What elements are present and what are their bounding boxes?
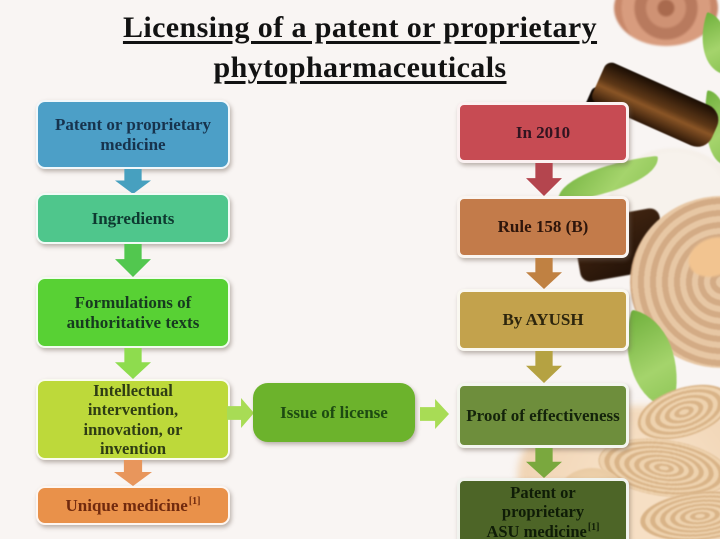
flow-step-label: Ingredients xyxy=(91,208,175,228)
flow-step-unique-medicine: Unique medicine[1] xyxy=(36,486,230,525)
down-arrow-icon xyxy=(115,348,151,379)
flow-step-label: Unique medicine[1] xyxy=(65,495,201,515)
flow-step-in-2010: In 2010 xyxy=(457,102,629,163)
down-arrow-icon xyxy=(526,163,562,196)
flow-step-label: By AYUSH xyxy=(502,310,584,330)
flow-step-label: Intellectual intervention, innovation, o… xyxy=(83,381,183,458)
citation-superscript: [1] xyxy=(587,522,600,534)
down-arrow-icon xyxy=(526,258,562,289)
flow-step-patent-or-proprietary-medicine: Patent or proprietary medicine xyxy=(36,100,230,169)
flow-step-label: Issue of license xyxy=(280,402,388,422)
flow-step-label: Formulations of authoritative texts xyxy=(66,292,200,332)
flow-step-intellectual-intervention: Intellectual intervention, innovation, o… xyxy=(36,379,230,460)
down-arrow-icon xyxy=(115,244,151,277)
flow-step-label: Patent or proprietary ASU medicine[1] xyxy=(486,483,600,539)
flow-step-label: Rule 158 (B) xyxy=(497,217,589,237)
flow-step-issue-of-license: Issue of license xyxy=(253,383,415,442)
citation-superscript: [1] xyxy=(188,495,201,507)
flow-step-rule-158-b: Rule 158 (B) xyxy=(457,196,629,258)
flow-step-patent-or-proprietary-asu-medicine: Patent or proprietary ASU medicine[1] xyxy=(457,478,629,539)
flow-step-label: Patent or proprietary medicine xyxy=(54,114,212,154)
flow-step-label: Proof of effectiveness xyxy=(466,405,620,425)
down-arrow-icon xyxy=(115,169,151,194)
title-line-2: phytopharmaceuticals xyxy=(213,51,507,84)
down-arrow-icon xyxy=(114,460,152,486)
flow-step-formulations: Formulations of authoritative texts xyxy=(36,277,230,348)
flow-step-by-ayush: By AYUSH xyxy=(457,289,629,351)
right-arrow-icon xyxy=(227,398,254,428)
flow-step-label: In 2010 xyxy=(515,122,571,142)
flow-step-ingredients: Ingredients xyxy=(36,193,230,244)
flow-step-proof-of-effectiveness: Proof of effectiveness xyxy=(457,383,629,448)
slide-title: Licensing of a patent or proprietary phy… xyxy=(20,8,700,88)
right-arrow-icon xyxy=(420,399,449,429)
title-line-1: Licensing of a patent or proprietary xyxy=(122,11,598,44)
down-arrow-icon xyxy=(526,351,562,383)
